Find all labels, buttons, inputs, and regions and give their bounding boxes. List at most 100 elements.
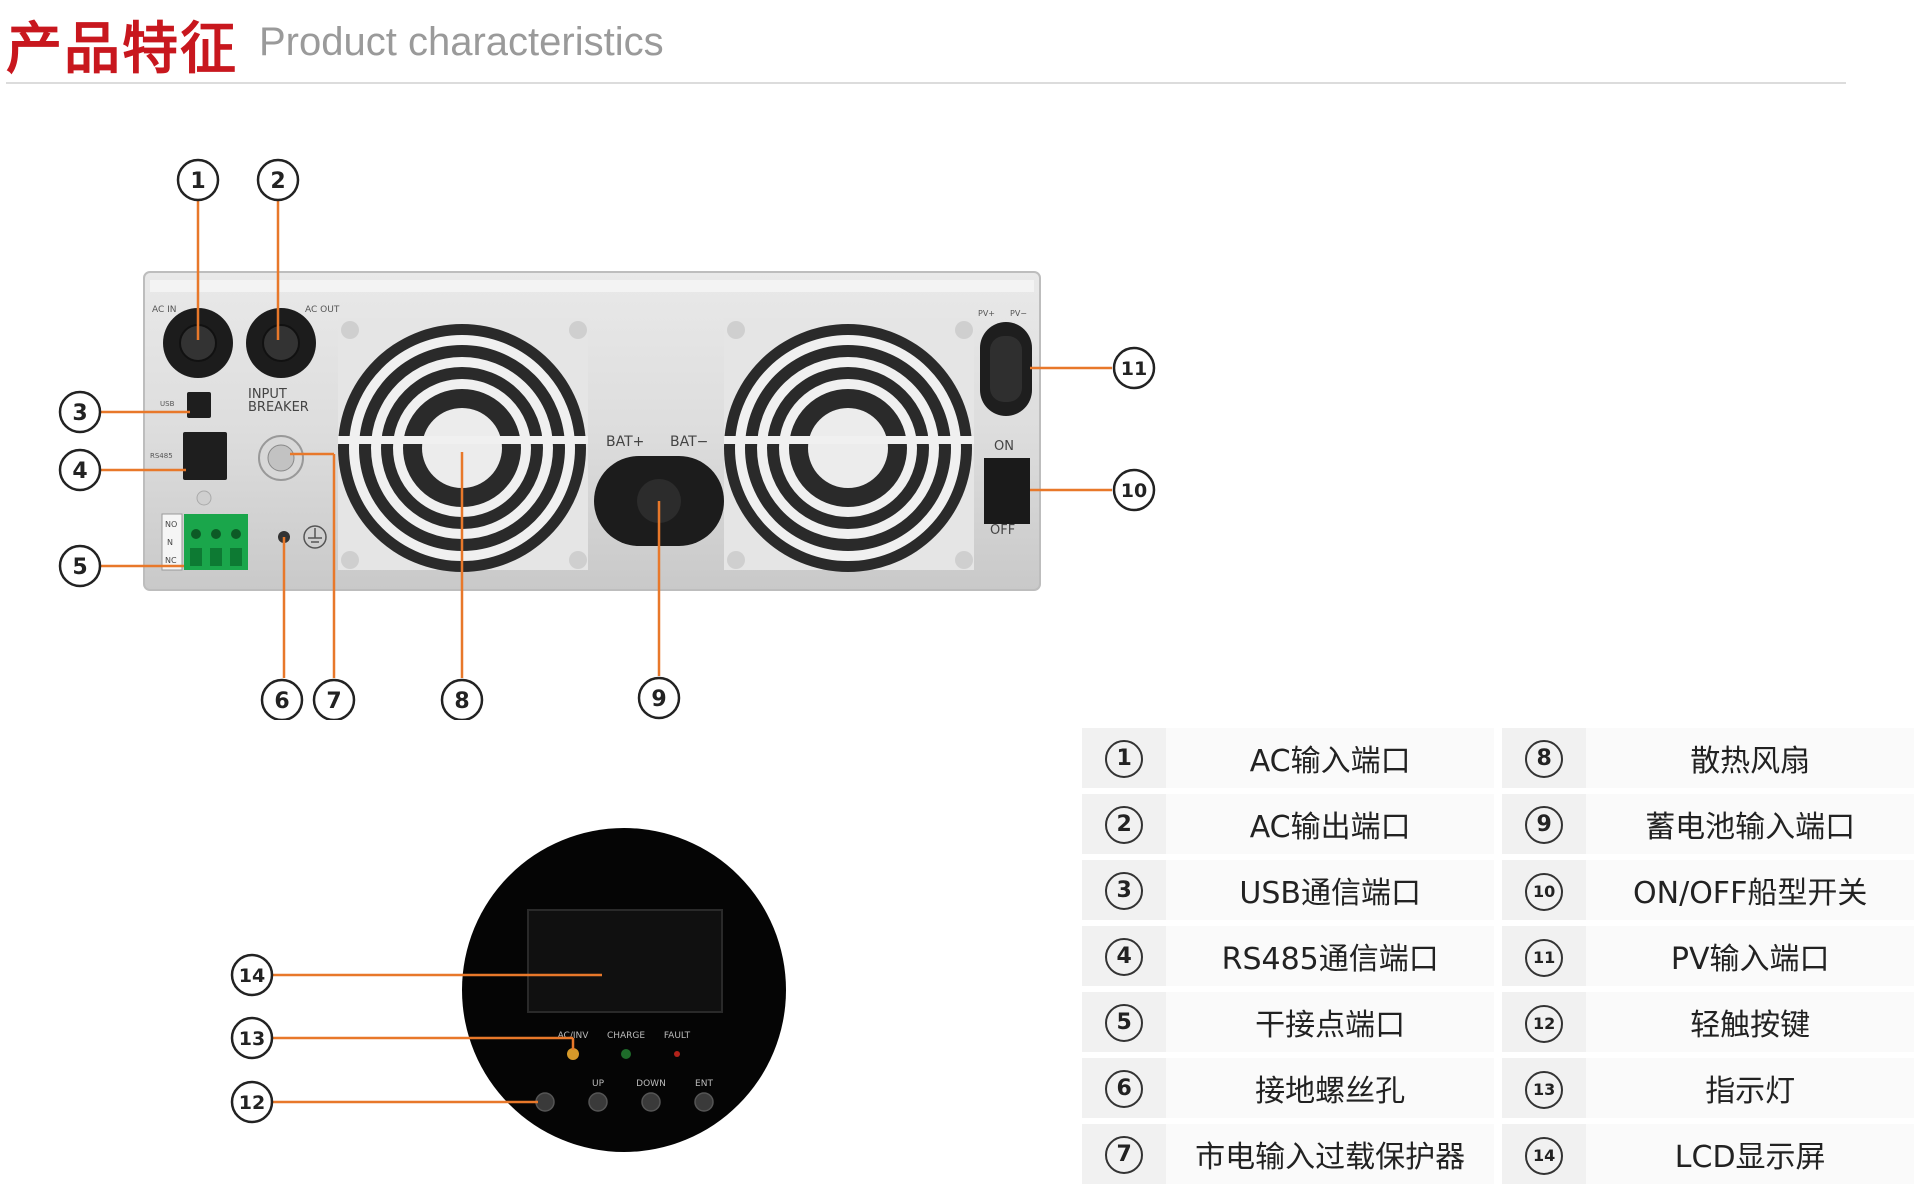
callout-1-text: 1 [190, 169, 205, 194]
pv-plus-text: PV+ [978, 309, 995, 318]
input-breaker-text-2: BREAKER [248, 400, 309, 415]
features-legend-table: 1 AC输入端口 8 散热风扇 2 AC输出端口 9 蓄电池输入端口 3 USB… [1082, 722, 1914, 1190]
page-subtitle: Product characteristics [259, 20, 664, 64]
legend-label: 接地螺丝孔 [1166, 1058, 1494, 1118]
legend-label: 散热风扇 [1586, 728, 1914, 788]
callout-8-text: 8 [454, 689, 469, 714]
pv-input-port-icon [980, 322, 1032, 416]
callout-13-text: 13 [239, 1028, 265, 1050]
usb-text: USB [160, 400, 175, 408]
callout-14-text: 14 [239, 965, 265, 987]
lcd-screen-icon [527, 909, 723, 1013]
callout-13 [230, 1016, 274, 1060]
legend-number: 11 [1525, 938, 1564, 977]
callout-1 [176, 158, 220, 202]
legend-number: 6 [1105, 1070, 1144, 1108]
callout-4 [58, 448, 102, 492]
callout-7 [312, 678, 356, 720]
callout-11 [1112, 346, 1156, 390]
charge-text: CHARGE [607, 1031, 645, 1041]
legend-label: 轻触按键 [1586, 992, 1914, 1052]
ac-out-port-icon [246, 308, 316, 378]
callout-9-text: 9 [651, 687, 666, 712]
page-header: 产品特征 Product characteristics [6, 0, 1846, 84]
legend-label: 蓄电池输入端口 [1586, 794, 1914, 854]
legend-number: 10 [1525, 872, 1564, 911]
terminal-nc-text: NC [165, 556, 177, 565]
legend-number: 9 [1525, 806, 1564, 844]
legend-number: 13 [1525, 1070, 1564, 1109]
callout-2 [256, 158, 300, 202]
cooling-fan-right-icon [724, 318, 974, 572]
legend-label: ON/OFF船型开关 [1586, 860, 1914, 920]
legend-row: 5 干接点端口 12 轻触按键 [1082, 992, 1914, 1052]
bat-plus-text: BAT+ [606, 434, 644, 450]
legend-row: 1 AC输入端口 8 散热风扇 [1082, 728, 1914, 788]
callout-2-text: 2 [270, 169, 285, 194]
callout-10-text: 10 [1121, 480, 1147, 502]
input-breaker-text-1: INPUT [248, 387, 287, 402]
pv-minus-text: PV− [1010, 309, 1027, 318]
inverter-rear-panel-diagram: AC IN AC OUT USB RS485 NO N NC INPUT BRE… [58, 158, 1156, 720]
legend-number: 14 [1525, 1136, 1564, 1175]
ent-text: ENT [695, 1079, 713, 1089]
on-off-switch-icon [984, 458, 1030, 524]
menu-key-icon [535, 1092, 555, 1112]
ground-symbol-icon [303, 525, 327, 549]
terminal-n-text: N [167, 538, 173, 547]
header-divider [6, 82, 1846, 84]
bat-minus-text: BAT− [670, 434, 708, 450]
legend-label: RS485通信端口 [1166, 926, 1494, 986]
legend-number: 1 [1105, 740, 1144, 778]
legend-row: 2 AC输出端口 9 蓄电池输入端口 [1082, 794, 1914, 854]
ent-key-icon [694, 1092, 714, 1112]
dry-contact-terminal-icon [184, 514, 248, 570]
callout-5-text: 5 [72, 555, 87, 580]
callout-8 [440, 678, 484, 720]
callout-14 [230, 953, 274, 997]
legend-label: AC输出端口 [1166, 794, 1494, 854]
terminal-no-text: NO [165, 520, 177, 529]
ac-out-text: AC OUT [305, 305, 340, 315]
legend-number: 8 [1525, 740, 1564, 778]
acinv-indicator-icon [567, 1048, 579, 1060]
callout-7-text: 7 [326, 689, 341, 714]
legend-number: 2 [1105, 806, 1144, 844]
callout-10 [1112, 468, 1156, 512]
legend-label: 干接点端口 [1166, 992, 1494, 1052]
on-text: ON [994, 439, 1014, 454]
fault-indicator-icon [674, 1051, 680, 1057]
legend-number: 12 [1525, 1004, 1564, 1043]
legend-row: 3 USB通信端口 10 ON/OFF船型开关 [1082, 860, 1914, 920]
page-title: 产品特征 [6, 17, 238, 82]
callouts [58, 158, 1156, 720]
callout-12 [230, 1080, 274, 1124]
legend-label: PV输入端口 [1586, 926, 1914, 986]
legend-number: 3 [1105, 872, 1144, 910]
up-key-icon [588, 1092, 608, 1112]
usb-port-icon [187, 392, 211, 418]
callout-6 [260, 678, 304, 720]
legend-label: LCD显示屏 [1586, 1124, 1914, 1184]
legend-number: 5 [1105, 1004, 1144, 1042]
callout-3 [58, 390, 102, 434]
up-text: UP [592, 1079, 605, 1089]
callout-12-text: 12 [239, 1092, 265, 1114]
input-breaker-icon [258, 435, 304, 481]
rs485-port-icon [183, 432, 227, 480]
down-text: DOWN [636, 1079, 666, 1089]
legend-row: 6 接地螺丝孔 13 指示灯 [1082, 1058, 1914, 1118]
legend-label: USB通信端口 [1166, 860, 1494, 920]
control-panel-diagram: AC/INV CHARGE FAULT UP DOWN ENT 14 13 12 [230, 828, 786, 1152]
callout-9 [637, 676, 681, 720]
charge-indicator-icon [621, 1049, 631, 1059]
legend-label: 市电输入过载保护器 [1166, 1124, 1494, 1184]
callout-leader-lines [98, 198, 1112, 678]
legend-number: 7 [1105, 1136, 1144, 1174]
down-key-icon [641, 1092, 661, 1112]
callout-11-text: 11 [1121, 358, 1147, 380]
fault-text: FAULT [664, 1031, 691, 1041]
ac-in-text: AC IN [152, 305, 177, 315]
off-text: OFF [990, 523, 1015, 538]
acinv-text: AC/INV [558, 1031, 590, 1041]
